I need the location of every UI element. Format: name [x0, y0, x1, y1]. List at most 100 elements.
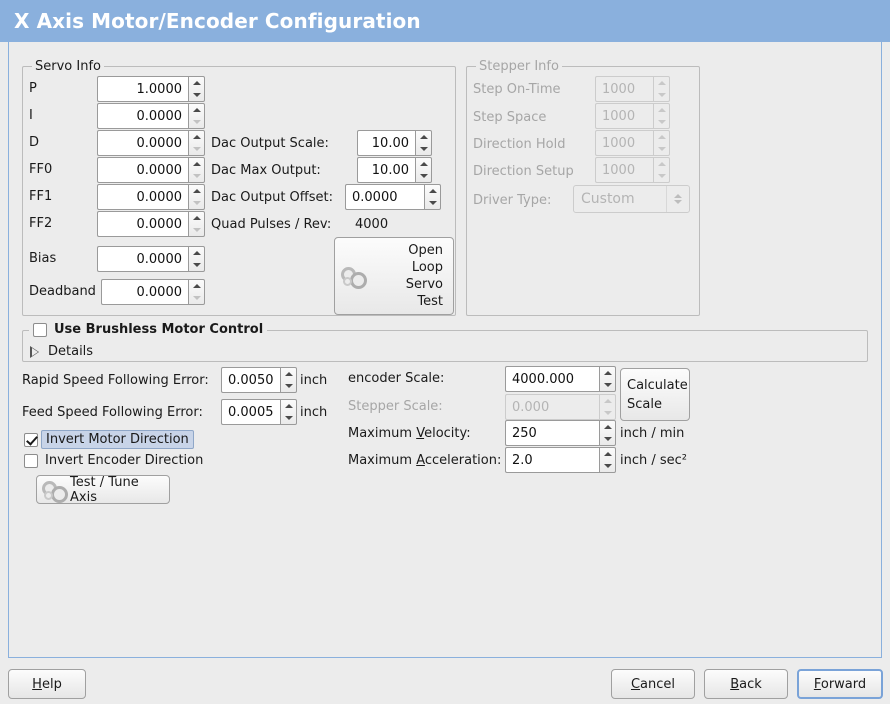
dac-output-scale-spin-down[interactable] [416, 143, 431, 155]
gears-icon [42, 479, 68, 503]
step-space-value: 1000 [595, 103, 653, 129]
maximum-acceleration-spin-buttons[interactable] [599, 447, 616, 473]
bias-spin-down[interactable] [189, 259, 204, 271]
forward-button[interactable]: Forward [797, 669, 883, 699]
p-spin-down[interactable] [189, 89, 204, 101]
rapid-spin-up[interactable] [281, 368, 296, 380]
encoder-scale-spin-buttons[interactable] [599, 366, 616, 392]
maximum-velocity-spin-down[interactable] [600, 433, 615, 445]
feed-speed-following-error-spinbox[interactable]: 0.0005 [221, 399, 297, 425]
i-spin-buttons[interactable] [188, 103, 205, 129]
ff2-spinbox[interactable]: 0.0000 [97, 211, 205, 237]
label-rapid-speed-following-error: Rapid Speed Following Error: [22, 373, 209, 388]
ff1-spinbox[interactable]: 0.0000 [97, 184, 205, 210]
bias-spin-up[interactable] [189, 247, 204, 259]
ff0-spin-buttons[interactable] [188, 157, 205, 183]
dac-output-offset-spin-buttons[interactable] [424, 184, 441, 210]
encoder-scale-spin-up[interactable] [600, 367, 615, 379]
deadband-spin-buttons[interactable] [188, 279, 205, 305]
dac-output-offset-spin-up[interactable] [425, 185, 440, 197]
stepper-scale-value: 0.000 [505, 394, 599, 420]
ff0-spinbox[interactable]: 0.0000 [97, 157, 205, 183]
ff2-spin-buttons[interactable] [188, 211, 205, 237]
maximum-acceleration-spinbox[interactable]: 2.0 [505, 447, 616, 473]
invert-motor-direction-checkbox[interactable]: Invert Motor Direction [24, 430, 194, 449]
encoder-scale-spin-down[interactable] [600, 379, 615, 391]
invert-encoder-direction-checkbox[interactable]: Invert Encoder Direction [24, 453, 203, 468]
calculate-scale-button[interactable]: Calculate Scale [620, 368, 690, 421]
i-spinbox[interactable]: 0.0000 [97, 103, 205, 129]
open-loop-servo-test-button[interactable]: Open Loop Servo Test [334, 237, 454, 315]
test-tune-axis-button[interactable]: Test / Tune Axis [36, 475, 170, 505]
dac-max-output-spin-down[interactable] [416, 170, 431, 182]
dac-max-output-spin-buttons[interactable] [415, 157, 432, 183]
d-spinbox[interactable]: 0.0000 [97, 130, 205, 156]
dac-output-scale-spin-buttons[interactable] [415, 130, 432, 156]
details-expander[interactable]: Details [28, 344, 93, 359]
dac-max-output-value[interactable]: 10.00 [357, 157, 415, 183]
ff0-value[interactable]: 0.0000 [97, 157, 188, 183]
back-button[interactable]: Back [704, 669, 788, 699]
ff1-spin-up[interactable] [189, 185, 204, 197]
feed-speed-following-error-value[interactable]: 0.0005 [221, 399, 280, 425]
rapid-speed-following-error-value[interactable]: 0.0050 [221, 367, 280, 393]
i-value[interactable]: 0.0000 [97, 103, 188, 129]
dac-output-scale-spinbox[interactable]: 10.00 [357, 130, 432, 156]
ff0-spin-up[interactable] [189, 158, 204, 170]
ff2-spin-up[interactable] [189, 212, 204, 224]
rapid-spin-down[interactable] [281, 380, 296, 392]
deadband-spinbox[interactable]: 0.0000 [101, 279, 205, 305]
i-spin-up[interactable] [189, 104, 204, 116]
calculate-scale-line-1: Calculate [627, 377, 688, 393]
d-spin-up[interactable] [189, 131, 204, 143]
rapid-speed-following-error-spinbox[interactable]: 0.0050 [221, 367, 297, 393]
invert-encoder-checkbox-box[interactable] [24, 453, 38, 468]
d-value[interactable]: 0.0000 [97, 130, 188, 156]
dac-max-output-spinbox[interactable]: 10.00 [357, 157, 432, 183]
deadband-value[interactable]: 0.0000 [101, 279, 188, 305]
p-value[interactable]: 1.0000 [97, 76, 188, 102]
d-spin-buttons[interactable] [188, 130, 205, 156]
feed-spin-buttons[interactable] [280, 399, 297, 425]
dac-output-offset-spin-down[interactable] [425, 197, 440, 209]
maximum-acceleration-value[interactable]: 2.0 [505, 447, 599, 473]
d-spin-down[interactable] [189, 143, 204, 155]
dac-output-offset-spinbox[interactable]: 0.0000 [345, 184, 441, 210]
ff2-spin-down[interactable] [189, 224, 204, 236]
p-spin-up[interactable] [189, 77, 204, 89]
maximum-velocity-spinbox[interactable]: 250 [505, 420, 616, 446]
maximum-acceleration-spin-down[interactable] [600, 460, 615, 472]
p-spinbox[interactable]: 1.0000 [97, 76, 205, 102]
i-spin-down[interactable] [189, 116, 204, 128]
maximum-velocity-spin-buttons[interactable] [599, 420, 616, 446]
maximum-velocity-spin-up[interactable] [600, 421, 615, 433]
label-ff2: FF2 [29, 216, 53, 231]
ff1-spin-buttons[interactable] [188, 184, 205, 210]
rapid-spin-buttons[interactable] [280, 367, 297, 393]
maximum-velocity-value[interactable]: 250 [505, 420, 599, 446]
bias-spinbox[interactable]: 0.0000 [97, 246, 205, 272]
feed-spin-down[interactable] [281, 412, 296, 424]
feed-spin-up[interactable] [281, 400, 296, 412]
dac-output-scale-spin-up[interactable] [416, 131, 431, 143]
ff2-value[interactable]: 0.0000 [97, 211, 188, 237]
dac-output-scale-value[interactable]: 10.00 [357, 130, 415, 156]
deadband-spin-down[interactable] [189, 292, 204, 304]
bias-value[interactable]: 0.0000 [97, 246, 188, 272]
bias-spin-buttons[interactable] [188, 246, 205, 272]
encoder-scale-value[interactable]: 4000.000 [505, 366, 599, 392]
help-button[interactable]: Help [8, 669, 86, 699]
ff1-value[interactable]: 0.0000 [97, 184, 188, 210]
maximum-acceleration-spin-up[interactable] [600, 448, 615, 460]
ff0-spin-down[interactable] [189, 170, 204, 182]
p-spin-buttons[interactable] [188, 76, 205, 102]
dac-max-output-spin-up[interactable] [416, 158, 431, 170]
brushless-checkbox-box[interactable] [33, 322, 47, 337]
encoder-scale-spinbox[interactable]: 4000.000 [505, 366, 616, 392]
use-brushless-motor-control-checkbox[interactable]: Use Brushless Motor Control [29, 322, 268, 337]
ff1-spin-down[interactable] [189, 197, 204, 209]
invert-motor-checkbox-box[interactable] [24, 432, 38, 447]
dac-output-offset-value[interactable]: 0.0000 [345, 184, 424, 210]
deadband-spin-up[interactable] [189, 280, 204, 292]
cancel-button[interactable]: Cancel [611, 669, 695, 699]
